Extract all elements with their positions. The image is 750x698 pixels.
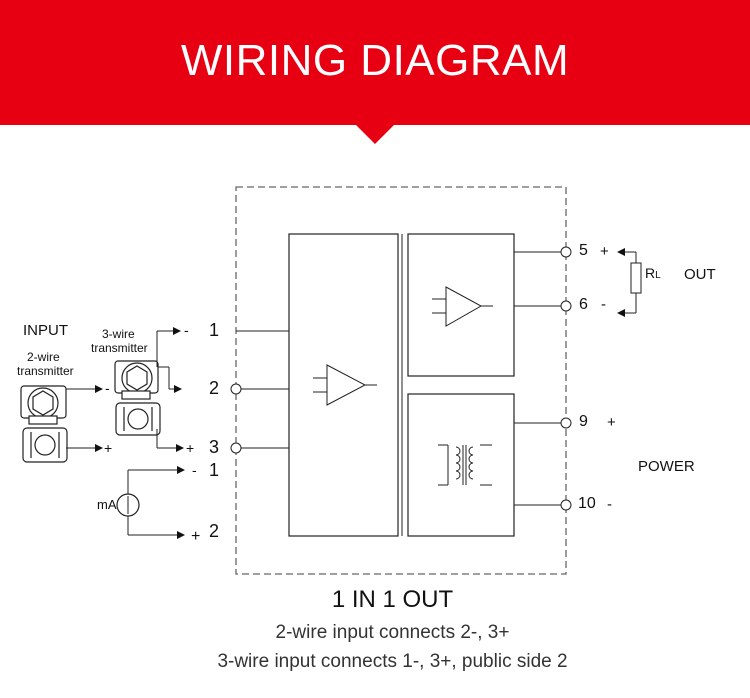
ma-minus-sign: - bbox=[192, 462, 197, 478]
ma-source-leads bbox=[127, 469, 177, 536]
arrow-3wire-common bbox=[174, 385, 182, 393]
two-wire-transmitter-label: transmitter bbox=[17, 364, 74, 378]
header-banner bbox=[0, 0, 750, 125]
input-wires bbox=[236, 330, 289, 449]
caption-three-wire: 3-wire input connects 1-, 3+, public sid… bbox=[217, 651, 568, 672]
terminal-10-node bbox=[560, 499, 572, 511]
terminal-10-minus: - bbox=[607, 496, 612, 513]
two-wire-leads bbox=[66, 388, 95, 449]
arrow-ma-minus bbox=[177, 466, 185, 474]
ma-label: mA bbox=[97, 497, 117, 512]
terminal-9-plus: + bbox=[607, 414, 616, 431]
arrow-2wire-plus bbox=[95, 444, 103, 452]
load-resistor-sub: L bbox=[655, 270, 661, 281]
terminal-6-node bbox=[560, 300, 572, 312]
two-wire-transmitter-icon bbox=[20, 385, 68, 463]
terminal-2-node bbox=[230, 383, 242, 395]
three-wire-leads bbox=[156, 330, 176, 449]
terminal-3-label: 3 bbox=[209, 437, 220, 457]
output-amplifier-symbol bbox=[432, 286, 493, 327]
terminal-6-label: 6 bbox=[579, 296, 588, 313]
ma-terminal-2-label: 2 bbox=[209, 521, 220, 541]
input-amplifier-symbol bbox=[313, 364, 377, 406]
terminal-9-label: 9 bbox=[579, 413, 588, 430]
two-wire-label: 2-wire bbox=[27, 350, 60, 364]
page-title: WIRING DIAGRAM bbox=[180, 36, 570, 85]
three-wire-transmitter-icon bbox=[114, 360, 161, 436]
terminal-10-label: 10 bbox=[578, 495, 596, 512]
caption-title: 1 IN 1 OUT bbox=[331, 586, 454, 613]
three-wire-minus-sign: - bbox=[184, 322, 189, 338]
arrow-3wire-minus bbox=[173, 327, 181, 335]
load-loop bbox=[625, 251, 642, 314]
terminal-5-node bbox=[560, 246, 572, 258]
terminal-9-node bbox=[560, 417, 572, 429]
terminal-3-node bbox=[230, 442, 242, 454]
terminal-5-label: 5 bbox=[579, 242, 588, 259]
three-wire-label: 3-wire bbox=[102, 327, 135, 341]
out-label: OUT bbox=[684, 266, 716, 283]
arrow-out-plus bbox=[617, 248, 625, 256]
output-wires bbox=[514, 251, 561, 506]
banner-notch bbox=[355, 124, 395, 144]
terminal-1-label: 1 bbox=[209, 320, 220, 340]
load-resistor-r: R bbox=[645, 265, 656, 281]
power-block bbox=[407, 393, 515, 537]
arrow-3wire-plus bbox=[176, 444, 184, 452]
ma-terminal-1-label: 1 bbox=[209, 460, 220, 480]
arrow-ma-plus bbox=[177, 531, 185, 539]
two-wire-minus-sign: - bbox=[105, 380, 110, 396]
input-block bbox=[288, 233, 399, 537]
terminal-6-minus: - bbox=[601, 296, 606, 313]
module-outline bbox=[235, 186, 567, 575]
input-label: INPUT bbox=[23, 322, 68, 339]
three-wire-transmitter-label: transmitter bbox=[91, 341, 148, 355]
arrow-2wire-minus bbox=[95, 385, 103, 393]
terminal-2-label: 2 bbox=[209, 378, 220, 398]
power-label: POWER bbox=[638, 458, 695, 475]
caption-two-wire: 2-wire input connects 2-, 3+ bbox=[275, 622, 510, 643]
arrow-out-minus bbox=[617, 309, 625, 317]
load-resistor-label: RL bbox=[645, 265, 661, 281]
output-block bbox=[407, 233, 515, 377]
ma-plus-sign: + bbox=[191, 528, 201, 545]
terminal-5-plus: + bbox=[600, 243, 609, 260]
two-wire-plus-sign: + bbox=[104, 440, 113, 456]
three-wire-plus-sign: + bbox=[186, 440, 195, 456]
transformer-symbol bbox=[438, 444, 492, 486]
